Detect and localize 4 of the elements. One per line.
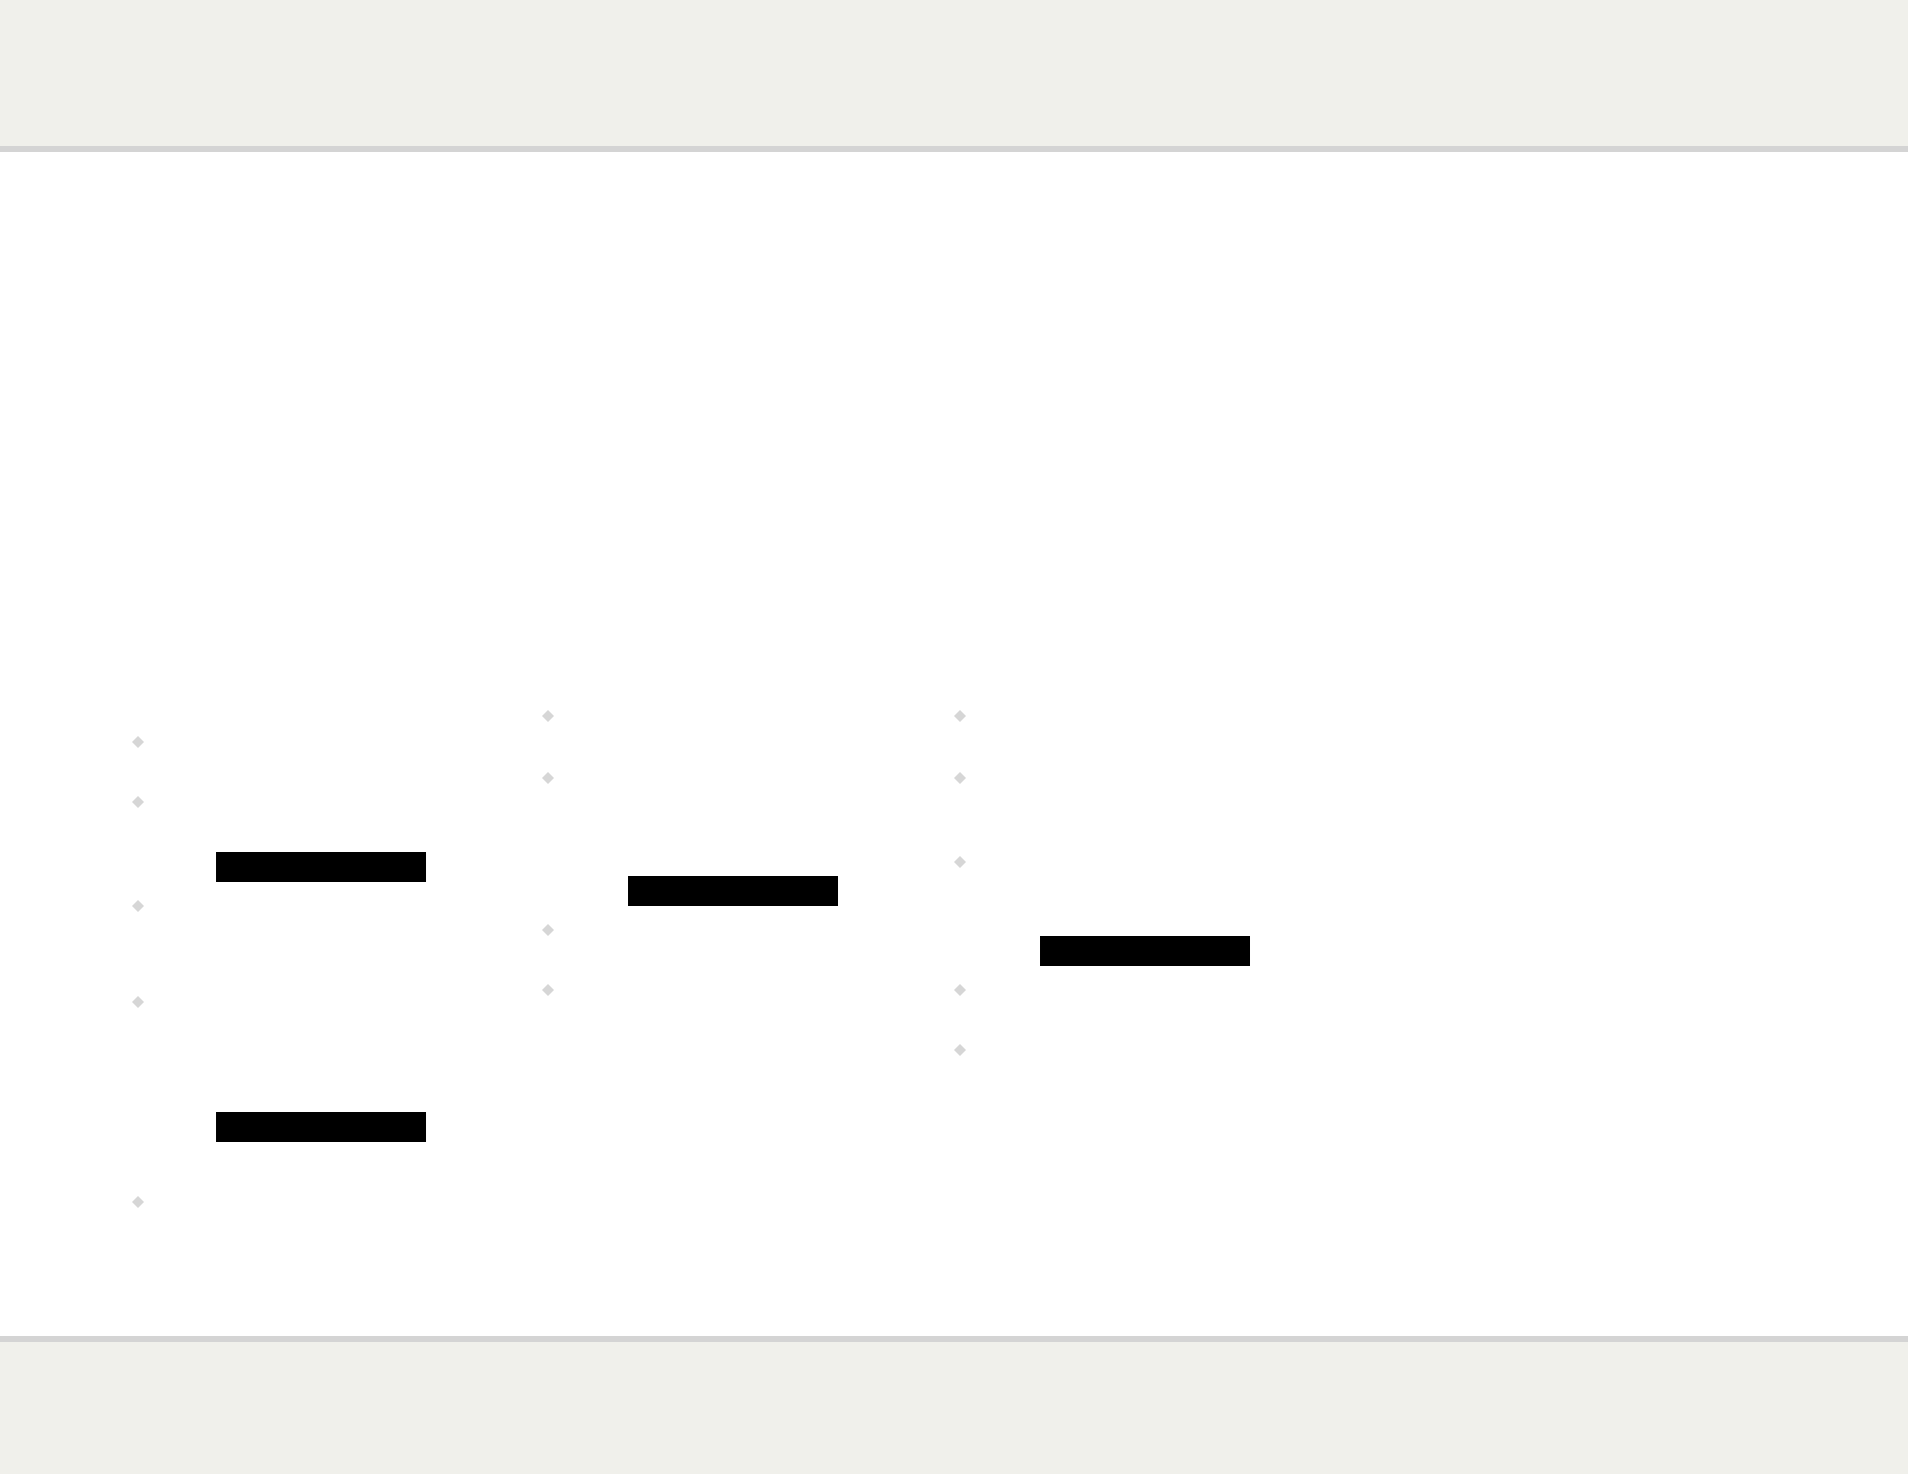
redaction-bar [628, 875, 838, 906]
redaction-bar [1040, 935, 1250, 966]
redaction-bar [216, 851, 426, 882]
redaction-bar [216, 1111, 426, 1142]
